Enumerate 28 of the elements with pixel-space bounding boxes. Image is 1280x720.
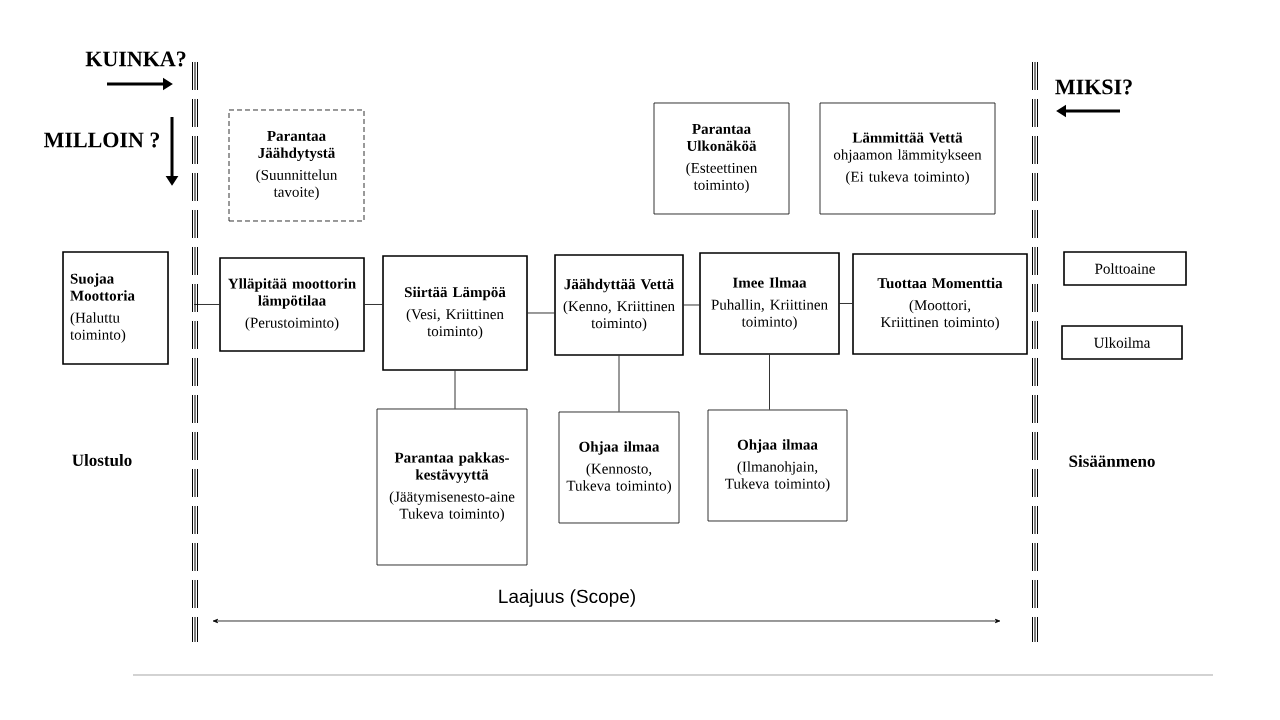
function-box: Jäähdyttää Vettä (Kenno, Kriittinen toiminto) <box>554 254 684 356</box>
connector-line <box>683 304 700 306</box>
question-label: MILLOIN ? <box>44 132 160 148</box>
function-box: Siirtää Lämpöä (Vesi, Kriittinen toiminto) <box>382 255 528 371</box>
connector-line <box>839 303 853 304</box>
function-box: Parantaa Ulkonäköä (Esteettinen toiminto) <box>653 102 790 215</box>
function-box: Ulkoilma <box>1061 325 1183 360</box>
question-label: MIKSI? <box>1055 79 1132 95</box>
side-label: Ulostulo <box>72 454 132 466</box>
function-box: Ohjaa ilmaa (Ilmanohjain, Tukeva toiminto) <box>707 409 848 522</box>
function-box: Parantaa pakkas-kestävyyttä (Jäätymisenesto-aine Tukeva toiminto) <box>376 408 528 566</box>
function-box: Tuottaa Momenttia (Moottori, Kriittinen toiminto) <box>852 253 1028 355</box>
function-box: Suojaa Moottoria (Haluttu toiminto) <box>62 251 169 365</box>
connector-line <box>364 304 383 305</box>
function-box: Ylläpitää moottorin lämpötilaa (Perustoiminto) <box>219 257 365 352</box>
connector-line <box>454 370 456 409</box>
question-label: KUINKA? <box>85 51 186 67</box>
connector-line <box>193 304 220 305</box>
side-label: Sisäänmeno <box>1069 455 1155 467</box>
dashed-box: Parantaa Jäähdytystä (Suunnittelun tavoite) <box>228 109 365 222</box>
function-box: Lämmittää Vettä ohjaamon lämmitykseen (Ei tukeva toiminto) <box>819 102 996 215</box>
scope-label: Laajuus (Scope) <box>499 589 635 607</box>
function-box: Imee Ilmaa Puhallin, Kriittinen toiminto) <box>699 252 840 355</box>
connector-line <box>527 312 555 314</box>
function-box: Ohjaa ilmaa (Kennosto, Tukeva toiminto) <box>558 411 680 524</box>
connector-line <box>618 355 620 412</box>
connector-line <box>769 354 770 410</box>
function-box: Polttoaine <box>1063 251 1187 286</box>
